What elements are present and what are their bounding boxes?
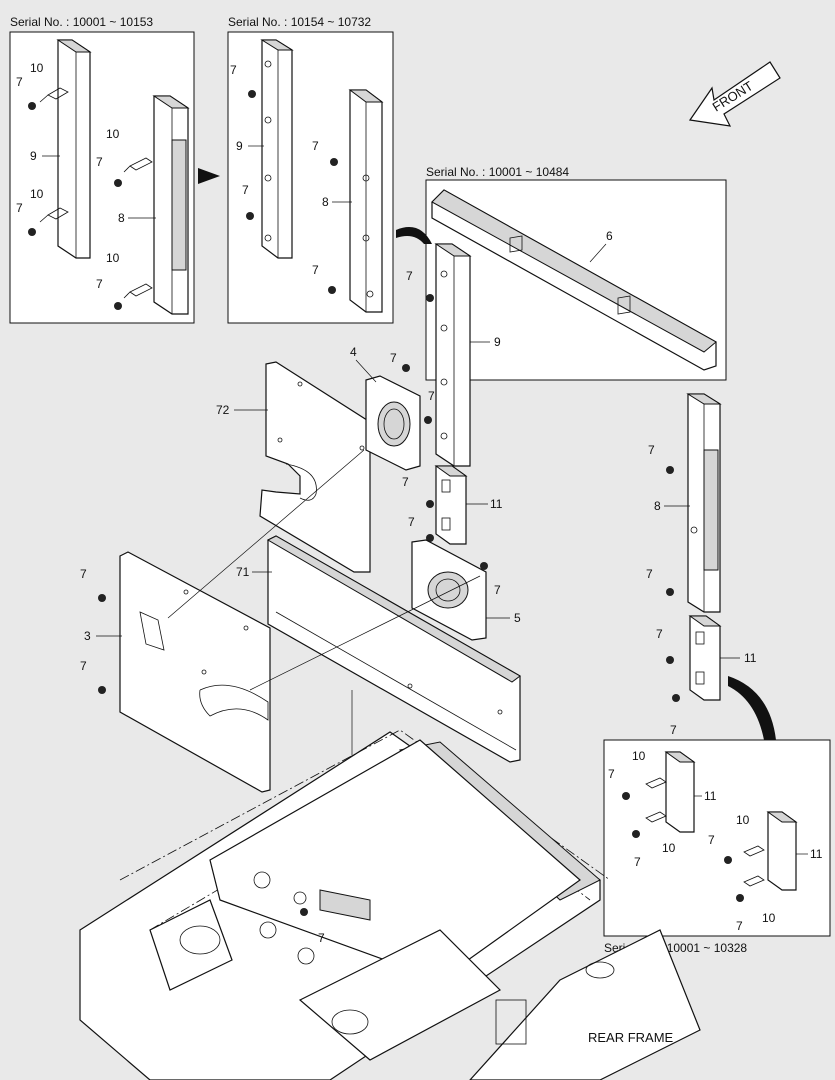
callout-7: 7 xyxy=(648,443,655,457)
callout-4: 4 xyxy=(350,345,357,359)
callout-7: 7 xyxy=(402,475,409,489)
callout-7: 7 xyxy=(96,155,103,169)
callout-72: 72 xyxy=(216,403,230,417)
callout-7: 7 xyxy=(408,515,415,529)
callout-7: 7 xyxy=(634,855,641,869)
callout-8: 8 xyxy=(654,499,661,513)
callout-7: 7 xyxy=(736,919,743,933)
callout-7: 7 xyxy=(608,767,615,781)
callout-7: 7 xyxy=(318,931,325,945)
callout-7: 7 xyxy=(656,627,663,641)
part-3: 7 7 3 xyxy=(80,551,271,793)
callout-6: 6 xyxy=(606,229,613,243)
callout-7: 7 xyxy=(16,75,23,89)
part-9: 7 7 9 xyxy=(406,243,501,467)
callout-7: 7 xyxy=(242,183,249,197)
part-11-upper: 7 7 11 xyxy=(402,465,503,545)
part-4: 4 7 xyxy=(350,345,421,471)
callout-7: 7 xyxy=(312,263,319,277)
callout-8: 8 xyxy=(322,195,329,209)
callout-7: 7 xyxy=(406,269,413,283)
callout-7: 7 xyxy=(80,567,87,581)
callout-3: 3 xyxy=(84,629,91,643)
part-72: 72 xyxy=(216,361,371,573)
detail-box-right-upper: Serial No. : 10001 ~ 10484 6 xyxy=(425,165,727,381)
callout-9: 9 xyxy=(30,149,37,163)
callout-71: 71 xyxy=(236,565,250,579)
callout-10: 10 xyxy=(30,187,44,201)
callout-10: 10 xyxy=(762,911,776,925)
callout-11: 11 xyxy=(810,847,823,861)
detail-box-top-left: Serial No. : 10001 ~ 10153 10 7 9 10 7 1… xyxy=(9,15,195,324)
callout-7: 7 xyxy=(96,277,103,291)
serial-label-right-upper: Serial No. : 10001 ~ 10484 xyxy=(426,165,569,179)
front-direction-arrow: FRONT xyxy=(688,61,781,127)
serial-label-top-left: Serial No. : 10001 ~ 10153 xyxy=(10,15,153,29)
callout-7: 7 xyxy=(16,201,23,215)
detail-box-top-middle: Serial No. : 10154 ~ 10732 7 9 7 7 8 7 xyxy=(227,15,394,324)
callout-8: 8 xyxy=(118,211,125,225)
detail-box-right-lower: Serial No. : 10001 ~ 10328 10 7 11 10 7 … xyxy=(603,739,831,955)
callout-10: 10 xyxy=(736,813,750,827)
callout-11: 11 xyxy=(490,497,503,511)
callout-7: 7 xyxy=(494,583,501,597)
part-8: 7 8 7 xyxy=(646,393,722,613)
callout-7: 7 xyxy=(670,723,677,737)
callout-7: 7 xyxy=(428,389,435,403)
part-11-right: 7 7 11 xyxy=(656,615,757,737)
callout-10: 10 xyxy=(662,841,676,855)
callout-10: 10 xyxy=(632,749,646,763)
callout-9: 9 xyxy=(494,335,501,349)
callout-10: 10 xyxy=(106,251,120,265)
callout-9: 9 xyxy=(236,139,243,153)
rear-frame-label: REAR FRAME xyxy=(588,1030,674,1045)
callout-7: 7 xyxy=(708,833,715,847)
arrow-right-icon xyxy=(198,168,220,184)
callout-5: 5 xyxy=(514,611,521,625)
callout-10: 10 xyxy=(30,61,44,75)
callout-7: 7 xyxy=(390,351,397,365)
serial-label-top-middle: Serial No. : 10154 ~ 10732 xyxy=(228,15,371,29)
callout-7: 7 xyxy=(312,139,319,153)
callout-10: 10 xyxy=(106,127,120,141)
callout-7: 7 xyxy=(646,567,653,581)
callout-7: 7 xyxy=(80,659,87,673)
part-71: 71 xyxy=(236,535,521,763)
callout-11: 11 xyxy=(744,651,757,665)
rear-frame: 7 REAR FRAME xyxy=(79,729,701,1080)
part-5: 7 5 xyxy=(411,539,521,641)
callout-11: 11 xyxy=(704,789,717,803)
callout-7: 7 xyxy=(230,63,237,77)
